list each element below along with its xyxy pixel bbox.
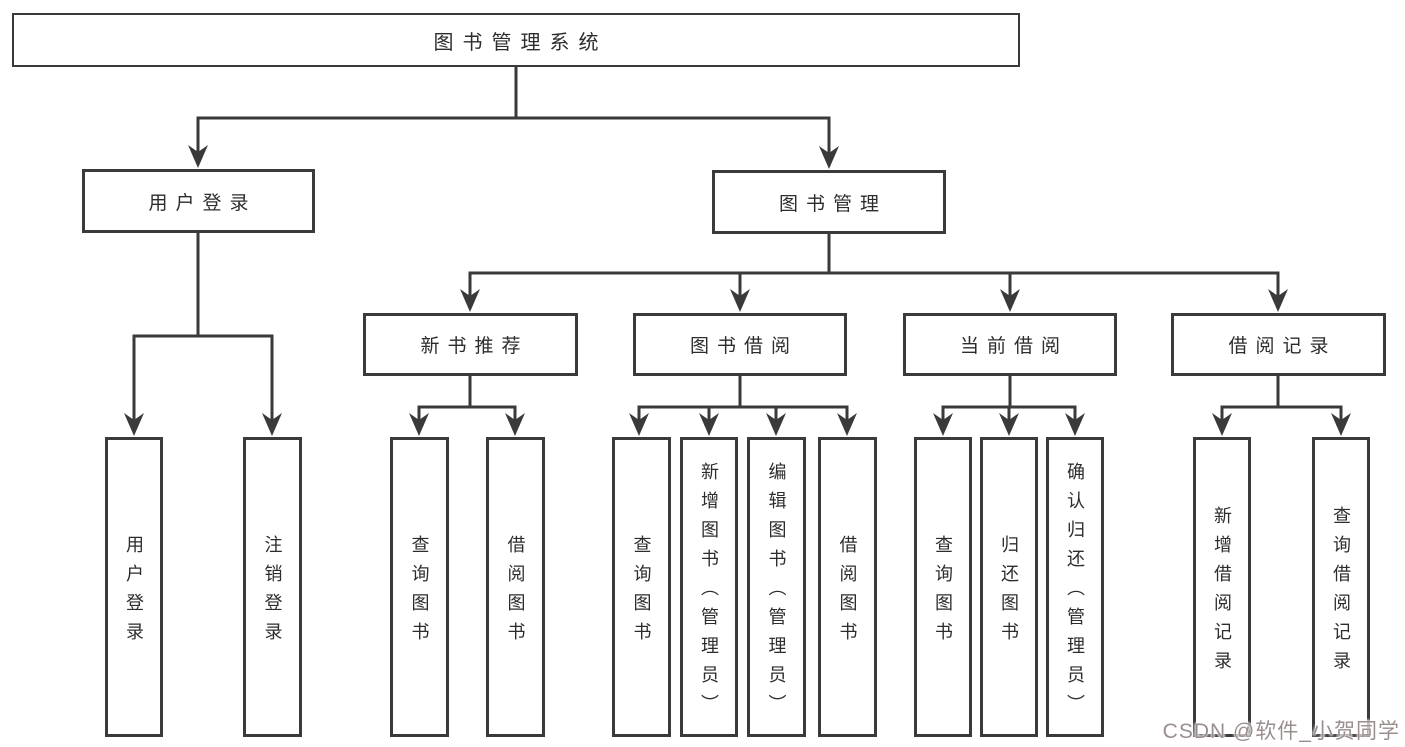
node-leaf-confirm-return-admin: 确认归还（管理员） bbox=[1046, 437, 1104, 737]
node-label: 确认归还（管理员） bbox=[1065, 462, 1085, 723]
node-book-borrowing: 图书借阅 bbox=[633, 313, 847, 376]
node-label: 当前借阅 bbox=[959, 336, 1068, 357]
node-borrow-records: 借阅记录 bbox=[1171, 313, 1386, 376]
node-label: 图书管理系统 bbox=[433, 31, 608, 54]
node-label: 图书管理 bbox=[778, 193, 887, 215]
node-leaf-add-borrow-record: 新增借阅记录 bbox=[1193, 437, 1251, 737]
node-label: 新书推荐 bbox=[420, 336, 529, 357]
node-leaf-return-books: 归还图书 bbox=[980, 437, 1038, 737]
node-user-login: 用户登录 bbox=[82, 169, 315, 233]
node-label: 新增图书（管理员） bbox=[699, 462, 719, 723]
node-label: 图书借阅 bbox=[689, 336, 798, 357]
node-current-borrowing: 当前借阅 bbox=[903, 313, 1117, 376]
node-leaf-edit-books-admin: 编辑图书（管理员） bbox=[747, 437, 806, 737]
node-label: 用户登录 bbox=[148, 192, 257, 214]
csdn-watermark: CSDN @软件_小贺同学 bbox=[1162, 720, 1400, 743]
node-label: 借阅图书 bbox=[837, 534, 858, 651]
node-label: 新增借阅记录 bbox=[1212, 505, 1232, 680]
node-new-book-recommendation: 新书推荐 bbox=[363, 313, 578, 376]
node-leaf-borrow-books-1: 借阅图书 bbox=[486, 437, 545, 737]
node-book-management: 图书管理 bbox=[712, 170, 946, 234]
node-leaf-query-books-2: 查询图书 bbox=[612, 437, 671, 737]
node-label: 查询图书 bbox=[409, 534, 430, 651]
node-leaf-query-books-3: 查询图书 bbox=[914, 437, 972, 737]
node-leaf-query-books-1: 查询图书 bbox=[390, 437, 449, 737]
node-library-management-system: 图书管理系统 bbox=[12, 13, 1020, 67]
node-leaf-query-borrow-record: 查询借阅记录 bbox=[1312, 437, 1370, 737]
node-label: 编辑图书（管理员） bbox=[766, 462, 787, 723]
node-label: 注销登录 bbox=[262, 534, 283, 651]
node-label: 用户登录 bbox=[124, 534, 144, 651]
node-label: 查询图书 bbox=[631, 534, 652, 651]
node-label: 归还图书 bbox=[999, 534, 1019, 651]
node-leaf-logout: 注销登录 bbox=[243, 437, 302, 737]
node-leaf-borrow-books-2: 借阅图书 bbox=[818, 437, 877, 737]
node-label: 借阅图书 bbox=[505, 534, 526, 651]
node-leaf-user-login: 用户登录 bbox=[105, 437, 163, 737]
node-label: 借阅记录 bbox=[1228, 336, 1337, 357]
node-leaf-add-books-admin: 新增图书（管理员） bbox=[680, 437, 738, 737]
node-label: 查询借阅记录 bbox=[1331, 505, 1351, 680]
node-label: 查询图书 bbox=[933, 534, 953, 651]
